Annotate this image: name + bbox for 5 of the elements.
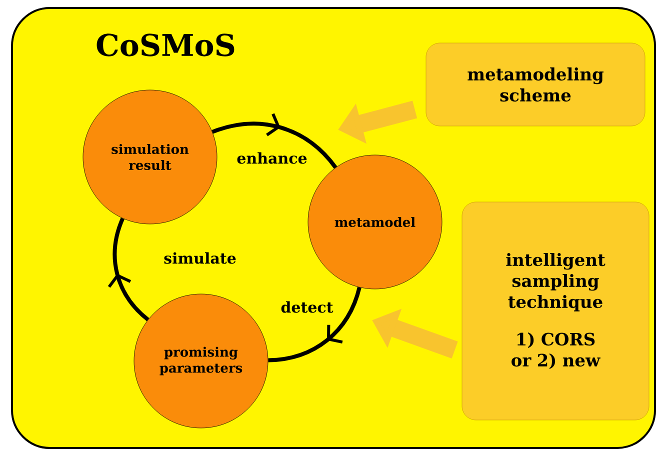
edge-label: enhance xyxy=(237,152,307,164)
info-box: intelligent sampling technique 1) CORS or 2) new xyxy=(462,202,650,420)
info-box: metamodeling scheme xyxy=(426,42,646,126)
edge-label: simulate xyxy=(164,252,236,264)
edge-label: detect xyxy=(281,301,334,313)
